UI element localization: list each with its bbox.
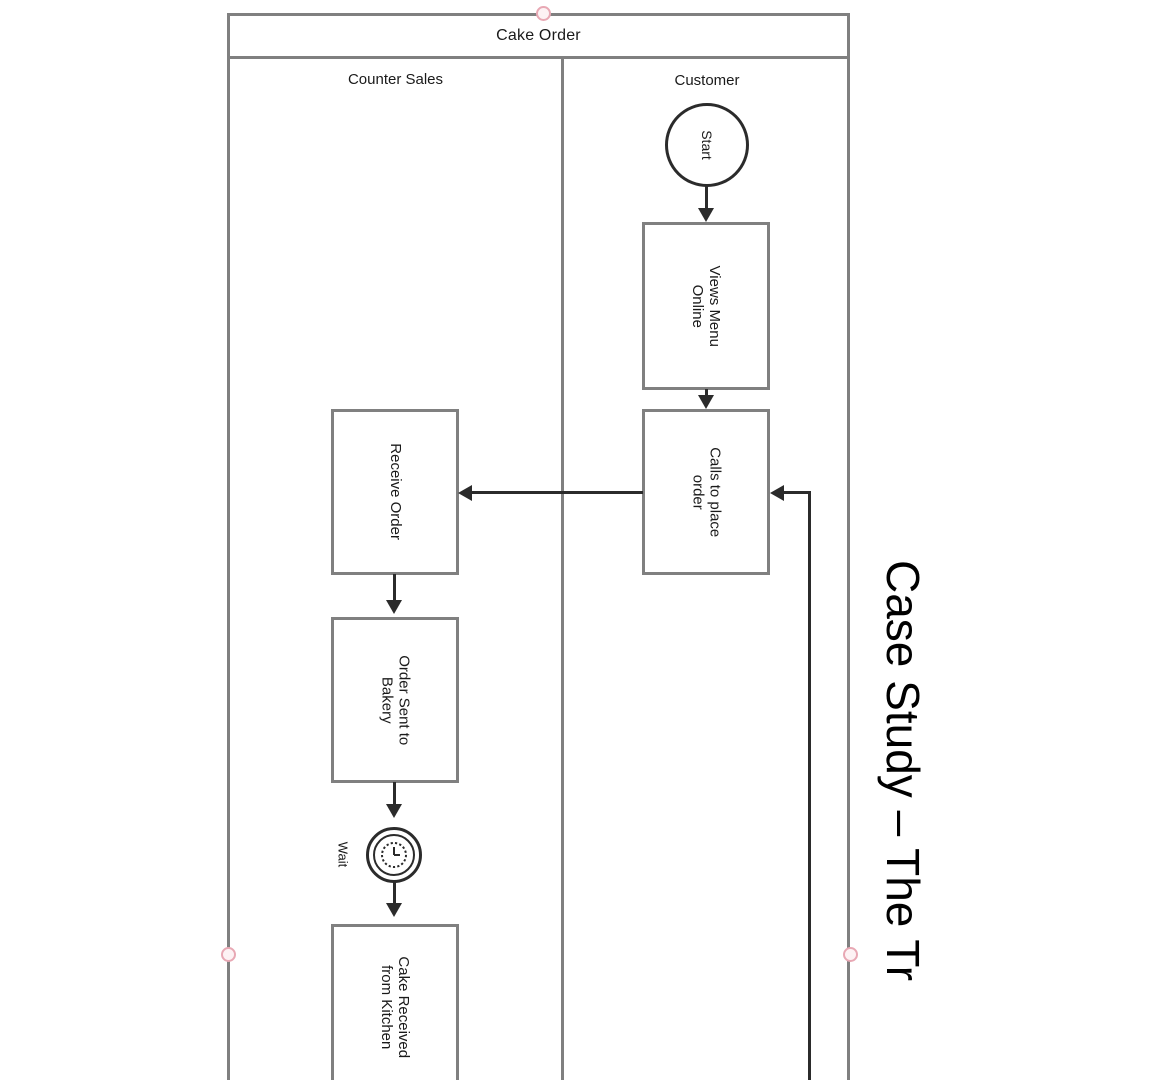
node-wait-timer-event[interactable] [366,827,422,883]
node-calls-to-place-order[interactable]: Calls to place order [642,409,770,575]
slide-heading: Case Study – The Tr [877,560,929,982]
timer-inner-ring [373,834,415,876]
edge-calls-to-receive-order [468,491,643,494]
arrowhead-calls-top [698,395,714,409]
edge-order-sent-to-wait [393,782,396,810]
node-label-receive-order: Receive Order [386,443,404,541]
selection-handle-middle-left[interactable] [221,947,236,962]
arrowhead-wait-top [386,804,402,818]
clock-icon [381,842,407,868]
node-label-wait: Wait [335,841,351,868]
node-cake-received-from-kitchen[interactable]: Cake Received from Kitchen [331,924,459,1080]
arrowhead-order-sent-top [386,600,402,614]
lane-label-customer: Customer [674,72,740,89]
lane-divider [561,59,564,1080]
lane-label-counter-sales: Counter Sales [347,71,444,88]
node-label-start: Start [698,130,715,160]
edge-wait-to-cake-received [393,882,396,908]
arrowhead-calls-right [770,485,784,501]
arrowhead-cake-received-top [386,903,402,917]
edge-return-loop-horizontal [782,491,811,494]
arrowhead-receive-order-right [458,485,472,501]
node-start-event[interactable]: Start [665,103,749,187]
pool-title: Cake Order [496,27,581,44]
node-order-sent-to-bakery[interactable]: Order Sent to Bakery [331,617,459,783]
selection-handle-middle-right[interactable] [843,947,858,962]
node-receive-order[interactable]: Receive Order [331,409,459,575]
pool-header[interactable]: Cake Order [230,16,847,59]
node-label-calls-to-place-order: Calls to place order [688,446,724,538]
edge-return-loop-vertical [808,491,811,1080]
arrowhead-views-menu-top [698,208,714,222]
selection-handle-top-center[interactable] [536,6,551,21]
edge-receive-order-to-order-sent [393,574,396,604]
node-label-cake-received-from-kitchen: Cake Received from Kitchen [378,956,413,1058]
node-label-order-sent-to-bakery: Order Sent to Bakery [377,654,413,746]
node-label-views-menu-online: Views Menu Online [689,265,724,347]
node-views-menu-online[interactable]: Views Menu Online [642,222,770,390]
edge-start-to-views-menu [705,186,708,212]
